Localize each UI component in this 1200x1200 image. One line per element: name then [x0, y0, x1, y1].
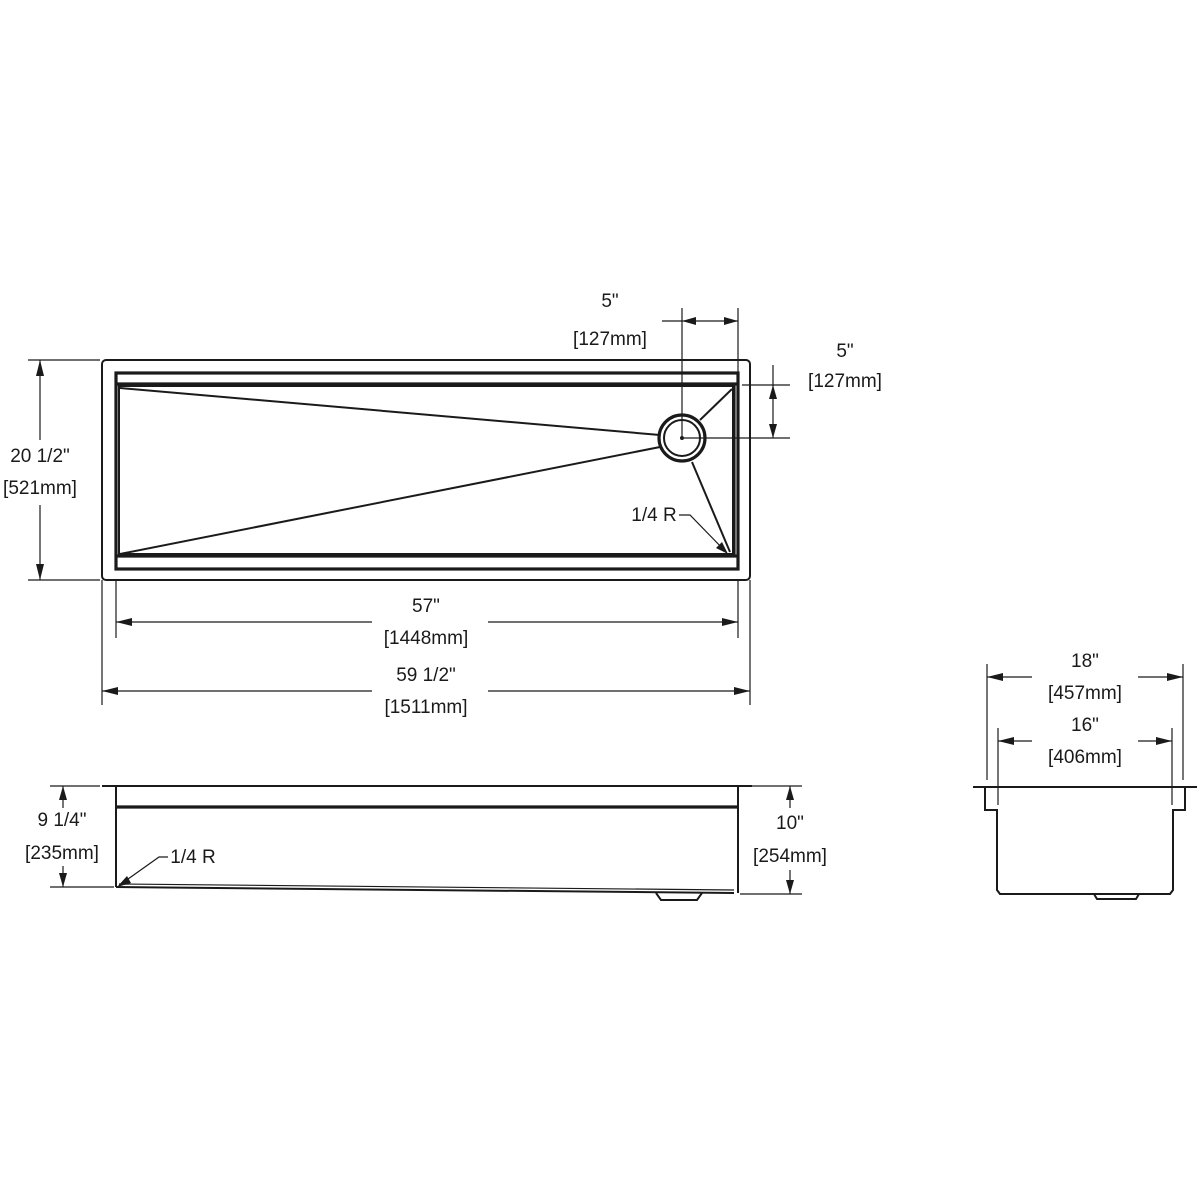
side-view-profile — [984, 787, 1186, 895]
front-view: 9 1/4" [235mm] 1/4 R 10" [254mm] — [25, 785, 827, 901]
slope-line-top — [119, 387, 661, 436]
side-bowl-width-metric: [406mm] — [1048, 747, 1122, 768]
drain-offset-x-metric: [127mm] — [573, 329, 647, 350]
bowl-length-imperial: 57" — [412, 596, 440, 617]
front-view-sloped-bottom — [115, 886, 735, 894]
top-view-bowl-floor — [118, 385, 734, 555]
drain-offset-x-imperial: 5" — [601, 291, 618, 312]
side-overall-width-imperial: 18" — [1071, 651, 1099, 672]
front-right-height-imperial: 10" — [776, 813, 804, 834]
overall-length-metric: [1511mm] — [384, 697, 467, 718]
slope-line-bottom — [119, 446, 661, 555]
front-view-drain — [655, 892, 703, 901]
side-view-drain — [1093, 893, 1140, 900]
side-overall-width-metric: [457mm] — [1048, 683, 1122, 704]
drain-offset-y-imperial: 5" — [836, 341, 853, 362]
side-bowl-width-imperial: 16" — [1071, 715, 1099, 736]
top-view-outer-flange — [101, 359, 751, 581]
overall-depth-imperial: 20 1/2" — [10, 446, 70, 467]
corner-radius-label-front: 1/4 R — [170, 847, 215, 868]
side-view: 18" [457mm] 16" [406mm] — [973, 651, 1197, 900]
top-view: 5" [127mm] 5" [127mm] 20 1/2" [521mm] 1/… — [3, 291, 882, 718]
overall-length-imperial: 59 1/2" — [396, 665, 456, 686]
bowl-length-metric: [1448mm] — [384, 628, 468, 649]
front-right-height-metric: [254mm] — [753, 846, 827, 867]
front-left-height-metric: [235mm] — [25, 843, 99, 864]
overall-depth-metric: [521mm] — [3, 478, 77, 499]
top-view-bowl-rim — [114, 371, 740, 571]
drain-offset-y-metric: [127mm] — [808, 371, 882, 392]
corner-radius-label-top: 1/4 R — [631, 505, 676, 526]
front-left-height-imperial: 9 1/4" — [37, 810, 86, 831]
